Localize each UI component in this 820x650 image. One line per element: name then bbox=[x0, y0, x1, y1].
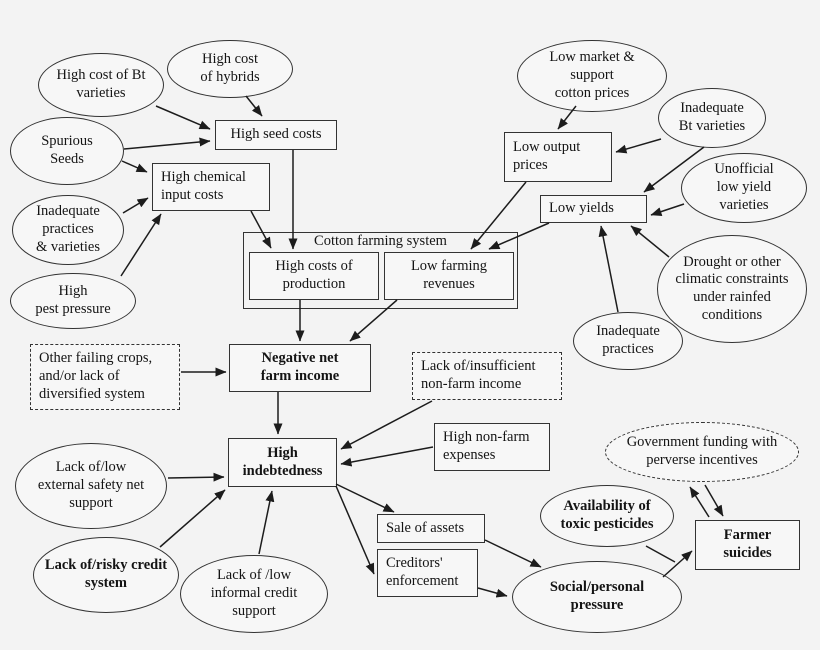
node-lack-external-safety-net-support: Lack of/low external safety net support bbox=[15, 443, 167, 529]
node-high-chemical-input-costs: High chemical input costs bbox=[152, 163, 270, 211]
node-label: Farmer suicides bbox=[723, 527, 772, 561]
node-label: Social/personal pressure bbox=[549, 579, 645, 613]
node-label: Sale of assets bbox=[386, 519, 465, 536]
node-availability-toxic-pesticides: Availability of toxic pesticides bbox=[540, 485, 674, 547]
node-low-output-prices: Low output prices bbox=[504, 132, 612, 182]
edge-lack_risky_credit-to-high_indebtedness bbox=[159, 489, 226, 548]
edge-high_cost_bt-to-high_seed_costs bbox=[155, 105, 211, 130]
node-label: High chemical input costs bbox=[161, 169, 246, 203]
node-lack-informal-credit-support: Lack of /low informal credit support bbox=[180, 555, 328, 633]
node-label: Cotton farming system bbox=[314, 233, 447, 249]
edge-availability_toxic-to-farmer_suicides bbox=[645, 545, 676, 563]
edge-farmer_suicides-to-govt_funding bbox=[689, 486, 710, 518]
node-label: Spurious Seeds bbox=[41, 133, 93, 167]
node-label: Availability of toxic pesticides bbox=[560, 498, 654, 532]
edge-unofficial_low_yield-to-low_yields bbox=[650, 203, 685, 216]
node-label: Low farming revenues bbox=[410, 258, 488, 292]
node-low-market-support-cotton-prices: Low market & support cotton prices bbox=[517, 40, 667, 112]
edge-drought-to-low_yields bbox=[630, 225, 670, 258]
node-label: Low output prices bbox=[513, 139, 581, 173]
edge-high_nonfarm_expenses-to-high_indebtedness bbox=[340, 446, 434, 467]
cotton-farming-system-label: Cotton farming system bbox=[244, 233, 517, 251]
node-label: Inadequate practices bbox=[596, 323, 660, 357]
edge-lack_nonfarm_income-to-high_indebtedness bbox=[340, 400, 433, 450]
node-inadequate-practices: Inadequate practices bbox=[573, 312, 683, 370]
edge-spurious_seeds-to-high_chem_costs bbox=[121, 160, 148, 173]
node-social-personal-pressure: Social/personal pressure bbox=[512, 561, 682, 633]
node-negative-net-farm-income: Negative net farm income bbox=[229, 344, 371, 392]
node-label: High cost of hybrids bbox=[200, 51, 260, 85]
node-label: Government funding with perverse incenti… bbox=[626, 434, 778, 468]
edge-social_pressure-to-farmer_suicides bbox=[662, 550, 693, 578]
node-low-yields: Low yields bbox=[540, 195, 647, 223]
node-label: Lack of/low external safety net support bbox=[37, 459, 145, 511]
node-high-non-farm-expenses: High non-farm expenses bbox=[434, 423, 550, 471]
node-label: High indebtedness bbox=[242, 444, 323, 479]
node-low-farming-revenues: Low farming revenues bbox=[384, 252, 514, 300]
node-label: High pest pressure bbox=[35, 283, 111, 317]
edge-lack_external_safety-to-high_indebtedness bbox=[167, 472, 225, 482]
node-label: Lack of/risky credit system bbox=[44, 557, 168, 591]
node-label: Low yields bbox=[549, 200, 614, 217]
node-other-failing-crops: Other failing crops, and/or lack of dive… bbox=[30, 344, 180, 410]
node-spurious-seeds: Spurious Seeds bbox=[10, 117, 124, 185]
node-creditors-enforcement: Creditors' enforcement bbox=[377, 549, 478, 597]
edge-lack_informal_credit-to-high_indebtedness bbox=[258, 490, 275, 555]
edge-inadequate_practices_varieties-to-high_chem_costs bbox=[122, 197, 149, 214]
node-label: Inadequate practices & varieties bbox=[35, 203, 101, 255]
node-lack-risky-credit-system: Lack of/risky credit system bbox=[33, 537, 179, 613]
node-label: Unofficial low yield varieties bbox=[714, 161, 774, 213]
node-label: High costs of production bbox=[275, 258, 353, 292]
edge-high_indebtedness-to-creditors_enforcement bbox=[335, 485, 375, 575]
node-government-funding-perverse-incentives: Government funding with perverse incenti… bbox=[605, 422, 799, 482]
node-label: Negative net farm income bbox=[260, 350, 340, 384]
node-label: Other failing crops, and/or lack of dive… bbox=[39, 350, 153, 402]
edge-inadequate_bt-to-low_output_prices bbox=[615, 138, 662, 154]
node-high-pest-pressure: High pest pressure bbox=[10, 273, 136, 329]
node-high-cost-of-hybrids: High cost of hybrids bbox=[167, 40, 293, 98]
node-unofficial-low-yield-varieties: Unofficial low yield varieties bbox=[681, 153, 807, 223]
node-label: Lack of /low informal credit support bbox=[210, 567, 298, 619]
node-label: Creditors' enforcement bbox=[386, 555, 459, 589]
edge-sale_of_assets-to-social_pressure bbox=[484, 539, 542, 568]
node-label: Low market & support cotton prices bbox=[549, 49, 635, 101]
edge-spurious_seeds-to-high_seed_costs bbox=[123, 137, 211, 150]
node-high-cost-bt-varieties: High cost of Bt varieties bbox=[38, 53, 164, 117]
node-high-seed-costs: High seed costs bbox=[215, 120, 337, 150]
node-high-costs-of-production: High costs of production bbox=[249, 252, 379, 300]
node-label: Inadequate Bt varieties bbox=[678, 100, 746, 134]
node-label: High non-farm expenses bbox=[443, 429, 530, 463]
node-inadequate-bt-varieties: Inadequate Bt varieties bbox=[658, 88, 766, 148]
edge-creditors_enforcement-to-social_pressure bbox=[477, 587, 508, 598]
node-label: High cost of Bt varieties bbox=[56, 67, 146, 101]
edge-high_indebtedness-to-sale_of_assets bbox=[335, 483, 395, 513]
edge-high_cost_hybrids-to-high_seed_costs bbox=[245, 95, 263, 117]
node-label: High seed costs bbox=[230, 126, 322, 143]
node-inadequate-practices-varieties: Inadequate practices & varieties bbox=[12, 195, 124, 265]
node-lack-insufficient-non-farm-income: Lack of/insufficient non-farm income bbox=[412, 352, 562, 400]
node-label: Lack of/insufficient non-farm income bbox=[421, 358, 536, 392]
node-farmer-suicides: Farmer suicides bbox=[695, 520, 800, 570]
edge-govt_funding-to-farmer_suicides bbox=[704, 484, 724, 517]
edge-inadequate_practices-to-low_yields bbox=[598, 225, 619, 313]
node-sale-of-assets: Sale of assets bbox=[377, 514, 485, 543]
node-drought-climatic-constraints: Drought or other climatic constraints un… bbox=[657, 235, 807, 343]
node-high-indebtedness: High indebtedness bbox=[228, 438, 337, 487]
node-label: Drought or other climatic constraints un… bbox=[675, 253, 789, 323]
edge-high_pest_pressure-to-high_chem_costs bbox=[120, 213, 162, 277]
node-cotton-farming-system: Cotton farming system High costs of prod… bbox=[243, 232, 518, 309]
